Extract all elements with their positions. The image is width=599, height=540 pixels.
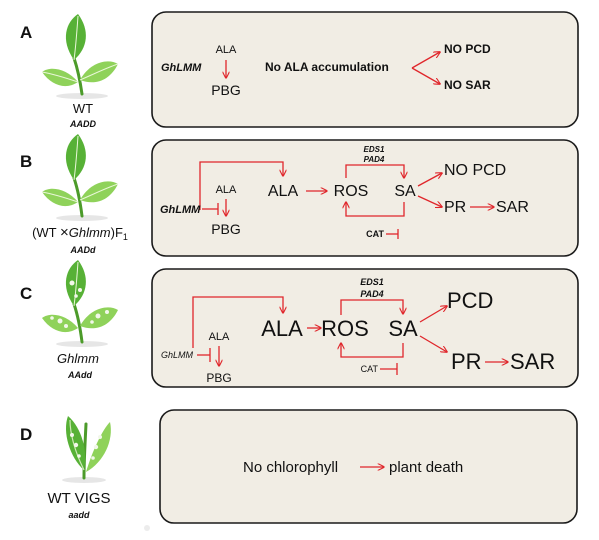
outcome-pcd: PCD xyxy=(447,288,493,313)
plant-icon-wt xyxy=(41,14,119,99)
panel-b: B (WT ×Ghlmm)F1 AADd ALA GhLMM PBG ALA R… xyxy=(20,134,579,257)
ala-label: ALA xyxy=(216,44,237,56)
plant-death-label: plant death xyxy=(389,459,463,476)
ros-label: ROS xyxy=(321,316,369,341)
cat-label: CAT xyxy=(361,364,379,374)
pr-label: PR xyxy=(451,349,482,374)
cat-label: CAT xyxy=(366,229,384,239)
sa-to-no-pcd-arrow xyxy=(417,173,442,187)
decorative-dot xyxy=(144,525,150,531)
ala-label: ALA xyxy=(268,183,299,200)
panel-letter-b: B xyxy=(20,152,32,171)
panel-a: A WT AADD ALA GhLMM PBG No ALA accumulat… xyxy=(20,11,579,129)
panel-c: C Ghlmm AAdd ALA GhLMM PBG ALA xyxy=(20,260,579,388)
enzyme-label: GhLMM xyxy=(160,204,201,216)
sa-to-pr-arrow xyxy=(417,195,442,207)
spotted-plant-icon xyxy=(42,260,118,347)
ala-accumulation-feedback-arrow xyxy=(199,161,283,210)
pad4-label: PAD4 xyxy=(360,289,383,299)
panel-letter-a: A xyxy=(20,23,32,42)
sa-label: SA xyxy=(394,183,416,200)
sar-label: SAR xyxy=(496,199,529,216)
to-no-pcd-arrow xyxy=(411,52,440,69)
pbg-label: PBG xyxy=(211,221,241,237)
ala-substrate-label: ALA xyxy=(216,184,237,196)
panel-b-box xyxy=(151,139,579,257)
panel-d: D WT VIGS aadd No chlorophyll plant deat… xyxy=(20,409,578,524)
pbg-label: PBG xyxy=(211,82,241,98)
panel-a-box xyxy=(151,11,579,128)
panel-letter-d: D xyxy=(20,425,32,444)
sa-to-ros-feedback-arrow xyxy=(341,343,404,358)
ala-label: ALA xyxy=(261,316,303,341)
genotype-label: (WT ×Ghlmm)F1 xyxy=(32,224,128,242)
pr-label: PR xyxy=(444,199,466,216)
outcome-no-pcd: NO PCD xyxy=(444,42,491,56)
ros-label: ROS xyxy=(334,183,369,200)
genotype-label: Ghlmm xyxy=(57,351,99,366)
outcome-no-pcd: NO PCD xyxy=(444,162,506,179)
genotype-code: AAdd xyxy=(67,370,92,380)
sa-to-pr-arrow xyxy=(419,335,447,352)
enzyme-label: GhLMM xyxy=(161,350,194,360)
genotype-label: WT xyxy=(73,101,93,116)
panel-c-box xyxy=(151,268,579,388)
genotype-code: AADd xyxy=(70,245,96,255)
eds1-label: EDS1 xyxy=(360,277,384,287)
ala-substrate-label: ALA xyxy=(209,331,230,343)
outcome-no-sar: NO SAR xyxy=(444,78,491,92)
no-ala-accumulation: No ALA accumulation xyxy=(265,60,389,74)
sar-label: SAR xyxy=(510,349,555,374)
ros-to-sa-arrow xyxy=(340,299,403,315)
eds1-label: EDS1 xyxy=(364,145,385,154)
panel-letter-c: C xyxy=(20,284,32,303)
bleached-plant-icon xyxy=(62,416,111,483)
no-chlorophyll-label: No chlorophyll xyxy=(243,459,338,476)
ros-to-sa-arrow xyxy=(345,164,404,178)
genotype-code: aadd xyxy=(68,510,90,520)
pbg-label: PBG xyxy=(206,371,231,385)
ala-accumulation-feedback-arrow xyxy=(192,296,283,348)
sa-to-pcd-arrow xyxy=(419,306,447,323)
plant-icon-heterozygote xyxy=(41,134,119,221)
pad4-label: PAD4 xyxy=(364,155,385,164)
genotype-code: AADD xyxy=(69,119,96,129)
enzyme-label: GhLMM xyxy=(161,62,202,74)
sa-to-ros-feedback-arrow xyxy=(346,202,405,217)
sa-label: SA xyxy=(388,316,418,341)
to-no-sar-arrow xyxy=(411,67,440,84)
genotype-label: WT VIGS xyxy=(47,490,110,507)
